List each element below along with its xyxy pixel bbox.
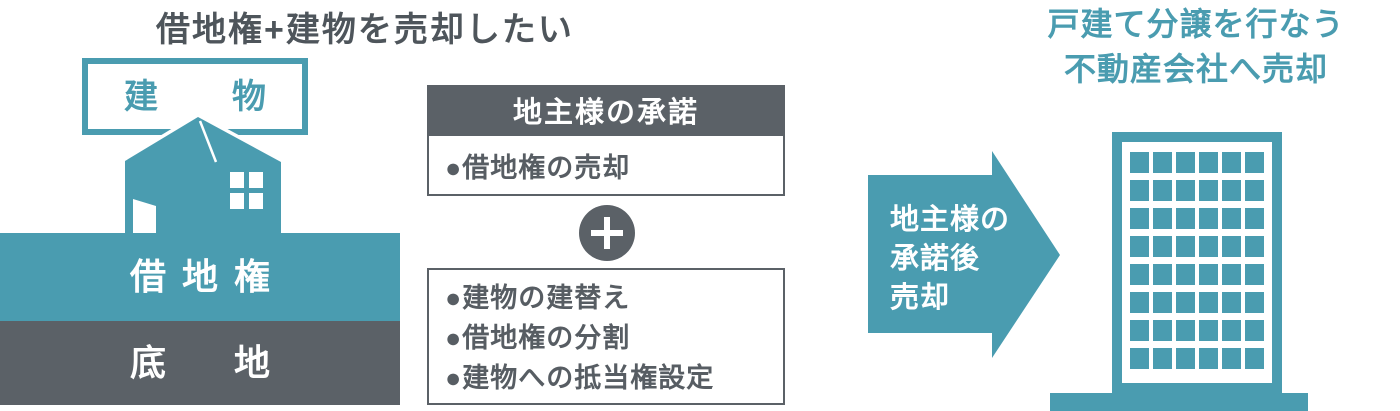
building-window: [1199, 292, 1218, 313]
other-item: ●建物の建替え: [445, 283, 631, 313]
building-window: [1176, 180, 1195, 201]
building-window: [1222, 264, 1241, 285]
building-window: [1199, 236, 1218, 257]
building-window: [1153, 208, 1172, 229]
land-char: 底: [129, 342, 166, 383]
consent-item: ●借地権の売却: [445, 152, 631, 183]
leasehold-char: 権: [234, 256, 271, 297]
building-window: [1176, 320, 1195, 341]
arrow-text: 地主様の 承諾後 売却: [890, 201, 1010, 318]
consent-header: 地主様の承諾: [427, 85, 785, 134]
building-window: [1222, 292, 1241, 313]
leasehold-band: 借 地 権: [0, 233, 400, 321]
other-requirements-box: ●建物の建替え ●借地権の分割 ●建物への抵当権設定: [427, 268, 785, 405]
arrow-text-line: 地主様の: [890, 204, 1011, 236]
building-window: [1153, 180, 1172, 201]
building-window: [1130, 320, 1149, 341]
consent-box: ●借地権の売却: [427, 134, 785, 196]
building-window: [1130, 208, 1149, 229]
building-label-char: 物: [232, 77, 266, 116]
building-window: [1130, 264, 1149, 285]
office-building-icon: [1112, 132, 1282, 393]
building-windows: [1122, 142, 1272, 383]
right-title-line: 不動産会社へ売却: [1063, 51, 1328, 87]
building-window: [1130, 348, 1149, 369]
building-window: [1176, 208, 1195, 229]
arrow-text-line: 承諾後: [890, 243, 981, 275]
leasehold-char: 借: [129, 256, 166, 297]
building-window: [1153, 348, 1172, 369]
plus-icon: [579, 205, 635, 261]
leasehold-char: 地: [181, 256, 218, 297]
building-window: [1176, 264, 1195, 285]
building-window: [1245, 236, 1264, 257]
building-window: [1130, 236, 1149, 257]
building-window: [1176, 348, 1195, 369]
building-window: [1130, 292, 1149, 313]
building-window: [1176, 152, 1195, 173]
building-window: [1153, 152, 1172, 173]
building-window: [1199, 320, 1218, 341]
building-window: [1153, 236, 1172, 257]
building-window: [1245, 180, 1264, 201]
building-window: [1130, 180, 1149, 201]
house-icon: [121, 112, 285, 240]
building-window: [1245, 320, 1264, 341]
building-window: [1245, 264, 1264, 285]
land-band: 底 地: [0, 321, 400, 405]
building-window: [1222, 320, 1241, 341]
arrow-right-icon: [868, 151, 1060, 358]
building-window: [1222, 208, 1241, 229]
building-window: [1245, 152, 1264, 173]
building-window: [1245, 348, 1264, 369]
arrow-text-line: 売却: [890, 282, 951, 314]
building-label-char: 建: [124, 77, 158, 116]
building-window: [1222, 180, 1241, 201]
building-window: [1222, 236, 1241, 257]
building-window: [1130, 152, 1149, 173]
building-base: [1050, 393, 1308, 411]
building-window: [1245, 292, 1264, 313]
building-window: [1199, 208, 1218, 229]
building-window: [1199, 348, 1218, 369]
other-item: ●建物への抵当権設定: [445, 363, 715, 393]
left-title: 借地権+建物を売却したい: [156, 11, 574, 49]
building-window: [1153, 264, 1172, 285]
building-window: [1222, 348, 1241, 369]
land-char: 地: [234, 342, 271, 383]
building-window: [1222, 152, 1241, 173]
building-window: [1176, 292, 1195, 313]
building-window: [1153, 292, 1172, 313]
building-window: [1199, 264, 1218, 285]
building-window: [1176, 236, 1195, 257]
building-window: [1245, 208, 1264, 229]
building-window: [1199, 152, 1218, 173]
other-item: ●借地権の分割: [445, 323, 631, 353]
building-window: [1199, 180, 1218, 201]
right-title-line: 戸建て分譲を行なう: [1047, 6, 1345, 42]
building-window: [1153, 320, 1172, 341]
right-title: 戸建て分譲を行なう 不動産会社へ売却: [1046, 2, 1346, 92]
